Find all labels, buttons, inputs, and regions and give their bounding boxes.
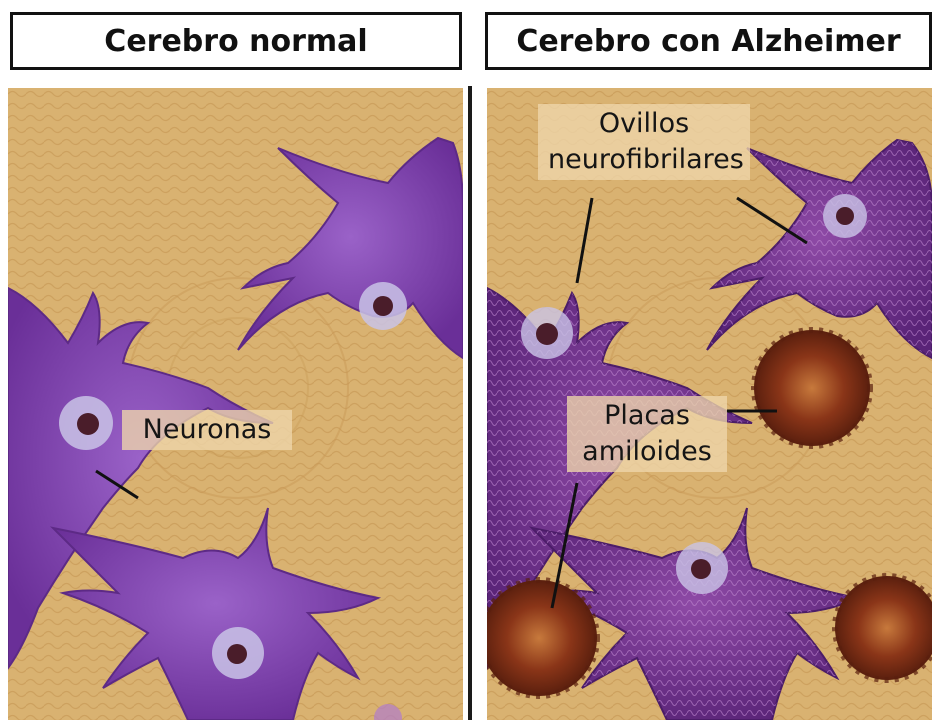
nucleolus xyxy=(227,644,247,664)
label-placas-line2: amiloides xyxy=(577,434,717,470)
panel-normal-brain xyxy=(8,88,463,720)
panel-divider xyxy=(468,86,472,720)
label-neuronas: Neuronas xyxy=(122,410,292,450)
amyloid-plaque-bottom-right xyxy=(835,576,932,680)
label-placas-amiloides: Placas amiloides xyxy=(567,396,727,472)
nucleolus xyxy=(77,413,99,435)
title-normal-brain: Cerebro normal xyxy=(10,12,462,70)
label-ovillos-line1: Ovillos xyxy=(548,106,740,142)
amyloid-plaque-right xyxy=(754,330,870,446)
title-alzheimer-brain: Cerebro con Alzheimer xyxy=(485,12,932,70)
label-placas-line1: Placas xyxy=(577,398,717,434)
label-neuronas-text: Neuronas xyxy=(143,414,272,445)
nucleolus xyxy=(536,323,558,345)
label-ovillos-neurofibrilares: Ovillos neurofibrilares xyxy=(538,104,750,180)
nucleolus xyxy=(836,207,854,225)
nucleolus xyxy=(691,559,711,579)
nucleolus xyxy=(373,296,393,316)
label-ovillos-line2: neurofibrilares xyxy=(548,142,740,178)
normal-brain-illustration xyxy=(8,88,463,720)
